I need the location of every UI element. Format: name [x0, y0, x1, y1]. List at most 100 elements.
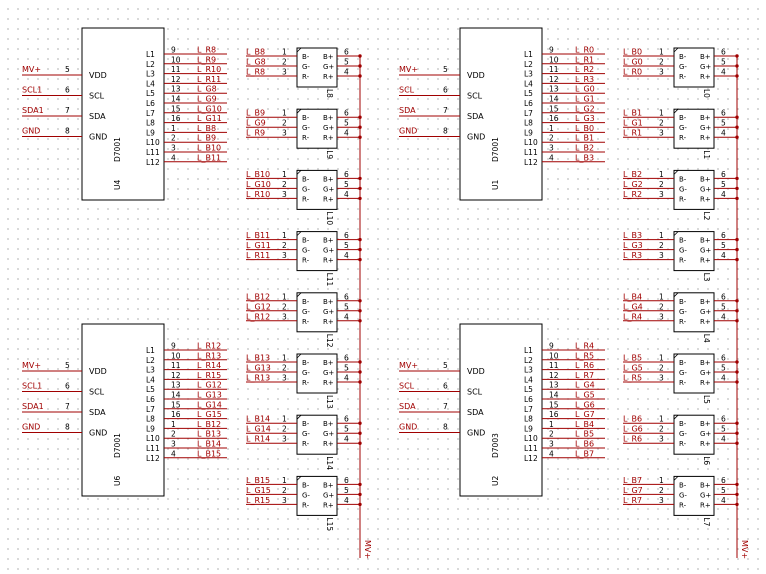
port-pin-name: GND: [89, 429, 107, 438]
led-pin-name: R-: [302, 379, 310, 387]
junction-dot: [735, 125, 739, 129]
junction-dot: [735, 441, 739, 445]
led-pin1-mark: [673, 47, 679, 53]
led-pin-number: 1: [659, 48, 664, 57]
led-pin-name: B+: [700, 53, 711, 61]
led-pin-name: B+: [700, 175, 711, 183]
led-pin-name: B+: [323, 359, 334, 367]
output-net-label: L_G10: [197, 104, 222, 113]
led-pin-number: 6: [344, 476, 349, 485]
led-pin1-mark: [296, 353, 302, 359]
led-net-label: L_R10: [246, 190, 270, 199]
led-pin-name: R-: [302, 501, 310, 509]
led-designator: L5: [702, 395, 711, 404]
led-pin-number: 1: [282, 109, 287, 118]
port-pin-name: GND: [89, 133, 107, 142]
led-pin-number: 3: [659, 312, 664, 321]
port-pin-number: 7: [65, 402, 70, 411]
output-net-label: L_R9: [197, 55, 216, 64]
led-net-label: L_B13: [246, 354, 270, 363]
output-pin-number: 11: [549, 65, 559, 74]
led-pin-number: 6: [344, 415, 349, 424]
led-pin-name: B-: [302, 237, 310, 245]
led-designator: L11: [325, 273, 334, 287]
led-pin-number: 5: [344, 241, 349, 250]
output-pin-name: L11: [146, 148, 160, 157]
output-pin-name: L1: [524, 346, 533, 355]
output-pin-name: L10: [524, 434, 538, 443]
led-body: [673, 47, 715, 88]
led-pin-name: G-: [679, 124, 687, 132]
led-pin-name: R+: [323, 318, 334, 326]
led-pin-name: R+: [323, 440, 334, 448]
port-net-label: GND: [399, 423, 417, 432]
output-pin-name: L2: [524, 60, 533, 69]
led-pin-name: R+: [323, 73, 334, 81]
led-pin-number: 6: [721, 476, 726, 485]
led-pin-number: 6: [344, 354, 349, 363]
chip-designator: U6: [113, 476, 122, 486]
led-designator: L2: [702, 211, 711, 220]
led-pin-number: 4: [721, 129, 726, 138]
junction-dot: [358, 237, 362, 242]
led-pin-name: B-: [679, 481, 687, 489]
port-pin-number: 5: [443, 65, 448, 74]
led-pin-number: 3: [282, 435, 287, 444]
led-pin-name: R-: [302, 134, 310, 142]
led-pin-name: G-: [679, 247, 687, 255]
output-pin-name: L3: [146, 366, 155, 375]
led-net-label: L_R3: [623, 251, 642, 260]
led-pin1-mark: [296, 476, 302, 481]
output-pin-name: L1: [146, 50, 155, 59]
output-net-label: L_G14: [197, 400, 222, 409]
led-net-label: L_B4: [623, 292, 642, 301]
led-pin-name: G+: [323, 124, 334, 132]
led-net-label: L_R11: [246, 251, 270, 260]
junction-dot: [735, 502, 739, 507]
output-pin-name: L8: [146, 415, 155, 424]
led-pin-number: 2: [282, 425, 287, 434]
led-pin1-mark: [296, 108, 302, 114]
led-pin-number: 4: [344, 312, 349, 321]
output-pin-number: 10: [549, 55, 559, 64]
output-net-label: L_R10: [197, 65, 221, 74]
led-pin-number: 1: [659, 109, 664, 118]
led-pin-number: 2: [659, 364, 664, 373]
output-net-label: L_R5: [575, 351, 594, 360]
led-designator: L12: [325, 334, 334, 348]
led-pin-name: B+: [323, 237, 334, 245]
junction-dot: [358, 176, 362, 181]
led-pin-name: R-: [679, 134, 687, 142]
output-pin-name: L4: [146, 375, 155, 384]
output-pin-number: 9: [171, 342, 176, 351]
junction-dot: [358, 186, 362, 191]
output-net-label: L_G7: [575, 410, 595, 419]
led-pin-number: 4: [344, 190, 349, 199]
led-net-label: L_R15: [246, 496, 270, 505]
led-pin-name: G-: [679, 369, 687, 377]
led-pin-number: 3: [282, 129, 287, 138]
led-pin1-mark: [673, 476, 679, 481]
led-pin-name: R+: [323, 195, 334, 203]
led-net-label: L_B6: [623, 415, 642, 424]
